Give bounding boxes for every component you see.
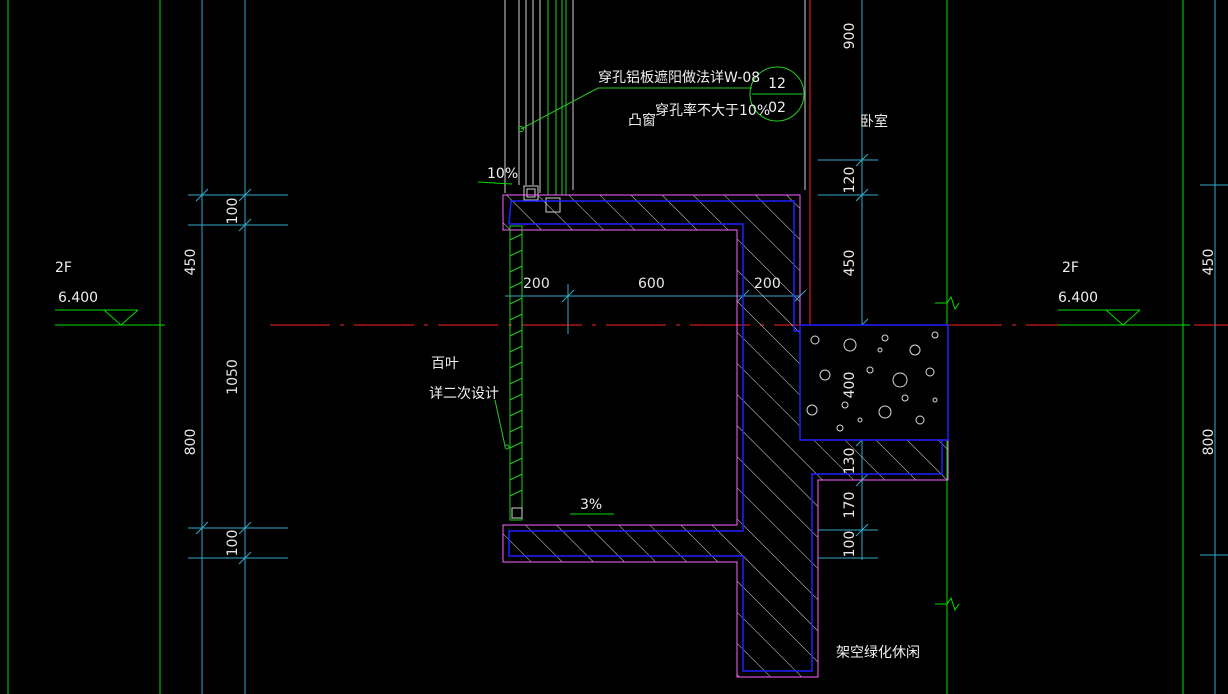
- glass-panes: [547, 0, 567, 195]
- slope-top-label: 10%: [487, 166, 518, 182]
- dimension-lines: [188, 0, 1228, 694]
- dim-left-100-bottom: 100: [225, 530, 241, 557]
- note-perforation-rate: 穿孔率不大于10%: [655, 102, 770, 119]
- note-louver: 百叶: [431, 356, 459, 372]
- floor-label-left: 2F: [55, 260, 72, 276]
- dim-right-400: 400: [842, 372, 858, 399]
- dim-far-right-450: 450: [1201, 249, 1217, 276]
- dim-far-right-800: 800: [1201, 429, 1217, 456]
- note-louver-detail: 详二次设计: [429, 386, 499, 402]
- dim-left-800: 800: [183, 429, 199, 456]
- dim-left-1050: 1050: [225, 359, 241, 395]
- floor-label-right: 2F: [1062, 260, 1079, 276]
- note-perforated-panel: 穿孔铝板遮阳做法详W-08: [598, 70, 760, 86]
- slope-top: 10%: [477, 166, 518, 185]
- leader-lines: [494, 87, 752, 450]
- detail-number: 12: [768, 76, 786, 92]
- elevation-left: 6.400: [58, 290, 98, 306]
- slope-bottom: 3%: [570, 497, 614, 515]
- dim-h-200-left: 200: [523, 276, 550, 292]
- grid-lines: [7, 0, 1184, 694]
- note-bay-window: 凸窗: [628, 112, 656, 129]
- dim-right-900: 900: [842, 23, 858, 50]
- dim-right-450: 450: [842, 250, 858, 277]
- detail-reference-bubble: 12 02: [749, 66, 805, 122]
- dim-left-100-top: 100: [225, 198, 241, 225]
- dim-h-200-right: 200: [754, 276, 781, 292]
- insulation-fill: [799, 324, 949, 441]
- break-lines: [935, 295, 960, 612]
- louver-strip: [509, 225, 523, 521]
- dim-left-450: 450: [183, 249, 199, 276]
- elevation-right: 6.400: [1058, 290, 1098, 306]
- dim-right-100: 100: [842, 531, 858, 558]
- insulation-circles: [806, 331, 939, 432]
- dim-right-170: 170: [842, 492, 858, 519]
- slope-bottom-label: 3%: [580, 497, 602, 513]
- detail-sheet: 02: [768, 100, 786, 116]
- level-marker-right: 2F 6.400: [1058, 260, 1190, 326]
- dim-h-600: 600: [638, 276, 665, 292]
- room-label-bedroom: 卧室: [860, 113, 888, 130]
- dim-right-130: 130: [842, 448, 858, 475]
- area-label-green: 架空绿化休闲: [836, 645, 920, 661]
- dim-right-120: 120: [842, 167, 858, 194]
- level-marker-left: 2F 6.400: [55, 260, 165, 326]
